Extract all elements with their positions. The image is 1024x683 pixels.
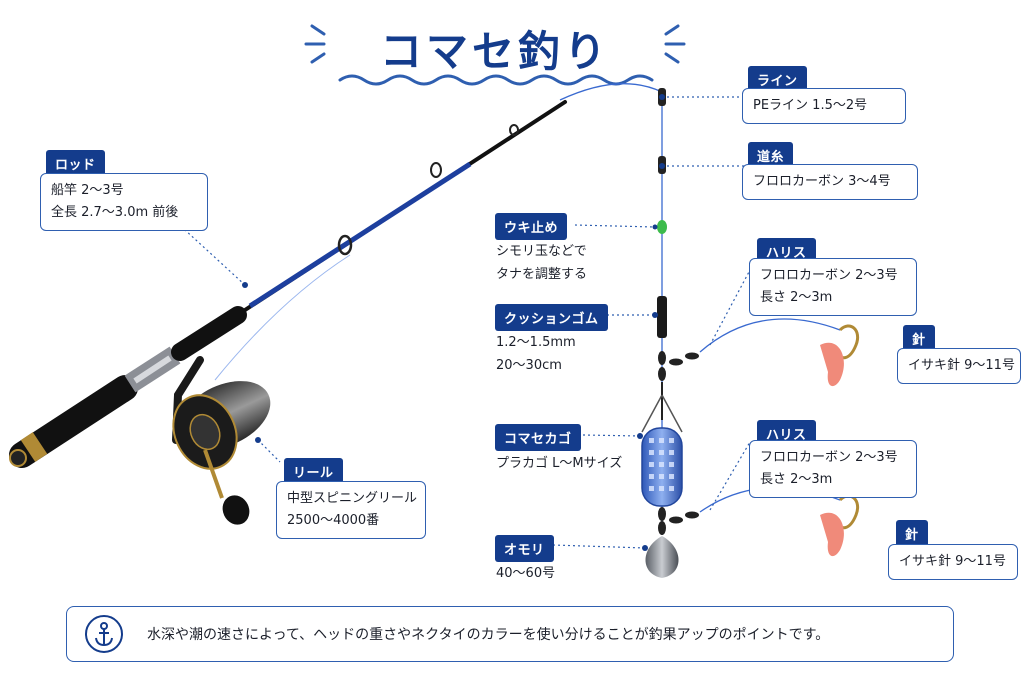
callout-reel-label: リール — [284, 458, 343, 485]
callout-sinker-text: 40〜60号 — [496, 562, 555, 585]
tip-bar: 水深や潮の速さによって、ヘッドの重さやネクタイのカラーを使い分けることが釣果アッ… — [66, 606, 954, 662]
callout-harisu-lower-line-1: フロロカーボン 2〜3号 — [760, 450, 898, 465]
callout-line-line-1: PEライン 1.5〜2号 — [753, 98, 868, 113]
fishing-rod — [9, 100, 567, 468]
callout-leader-box: フロロカーボン 3〜4号 — [742, 164, 918, 200]
callout-harisu-lower-line-2: 長さ 2〜3m — [760, 472, 833, 487]
callout-cushion-line-2: 20〜30cm — [496, 358, 562, 373]
spinning-reel — [172, 356, 271, 525]
callout-cushion-text: 1.2〜1.5mm 20〜30cm — [496, 331, 576, 377]
callout-basket-line-1: プラカゴ L〜Mサイズ — [496, 456, 623, 471]
callout-leader-line-1: フロロカーボン 3〜4号 — [753, 174, 891, 189]
line-from-tip — [559, 83, 663, 101]
callout-rod-label: ロッド — [46, 150, 105, 177]
callout-cushion-label: クッションゴム — [495, 304, 608, 331]
callout-stopper-label: ウキ止め — [495, 213, 568, 240]
callout-reel-line-2: 2500〜4000番 — [287, 513, 380, 528]
callout-stopper-line-1: シモリ玉などで — [496, 244, 587, 259]
callout-hook-lower-line-1: イサキ針 9〜11号 — [899, 554, 1006, 569]
callout-stopper-line-2: タナを調整する — [496, 267, 588, 282]
callout-reel-line-1: 中型スピニングリール — [287, 491, 418, 506]
callout-hook-upper-label: 針 — [903, 325, 935, 352]
branch-swivel-upper — [658, 351, 699, 381]
callout-hook-lower-box: イサキ針 9〜11号 — [888, 544, 1018, 580]
hook-upper-icon — [820, 324, 859, 387]
callout-harisu-upper-line-2: 長さ 2〜3m — [760, 290, 833, 305]
callout-line-box: PEライン 1.5〜2号 — [742, 88, 906, 124]
harisu-line-upper — [699, 318, 841, 353]
callout-basket-label: コマセカゴ — [495, 424, 581, 451]
float-stopper-bead — [657, 220, 667, 234]
callout-rod-line-2: 全長 2.7〜3.0m 前後 — [51, 205, 179, 220]
callout-sinker-line-1: 40〜60号 — [496, 566, 556, 581]
callout-reel-box: 中型スピニングリール 2500〜4000番 — [276, 481, 426, 539]
hook-lower-icon — [820, 494, 859, 557]
branch-swivel-lower — [658, 507, 699, 535]
sinker-weight — [645, 536, 679, 578]
callout-stopper-text: シモリ玉などで タナを調整する — [496, 240, 587, 286]
anchor-icon — [85, 615, 123, 653]
callout-harisu-upper-box: フロロカーボン 2〜3号 長さ 2〜3m — [749, 258, 917, 316]
callout-dots — [242, 94, 665, 551]
callout-hook-lower-label: 針 — [896, 520, 928, 547]
tip-text: 水深や潮の速さによって、ヘッドの重さやネクタイのカラーを使い分けることが釣果アッ… — [147, 627, 830, 643]
callout-leaders — [184, 96, 751, 549]
callout-sinker-label: オモリ — [495, 535, 554, 562]
callout-rod-line-1: 船竿 2〜3号 — [51, 183, 124, 198]
title-decoration — [304, 24, 686, 86]
komase-basket — [641, 427, 683, 507]
line-to-reel — [214, 254, 351, 381]
callout-cushion-line-1: 1.2〜1.5mm — [496, 335, 576, 350]
callout-rod-box: 船竿 2〜3号 全長 2.7〜3.0m 前後 — [40, 173, 208, 231]
callout-basket-text: プラカゴ L〜Mサイズ — [496, 452, 622, 475]
cushion-rubber — [657, 296, 667, 338]
page-title: コマセ釣り — [379, 27, 610, 76]
callout-harisu-upper-line-1: フロロカーボン 2〜3号 — [760, 268, 898, 283]
callout-harisu-lower-box: フロロカーボン 2〜3号 長さ 2〜3m — [749, 440, 917, 498]
callout-hook-upper-line-1: イサキ針 9〜11号 — [908, 358, 1015, 373]
callout-hook-upper-box: イサキ針 9〜11号 — [897, 348, 1021, 384]
